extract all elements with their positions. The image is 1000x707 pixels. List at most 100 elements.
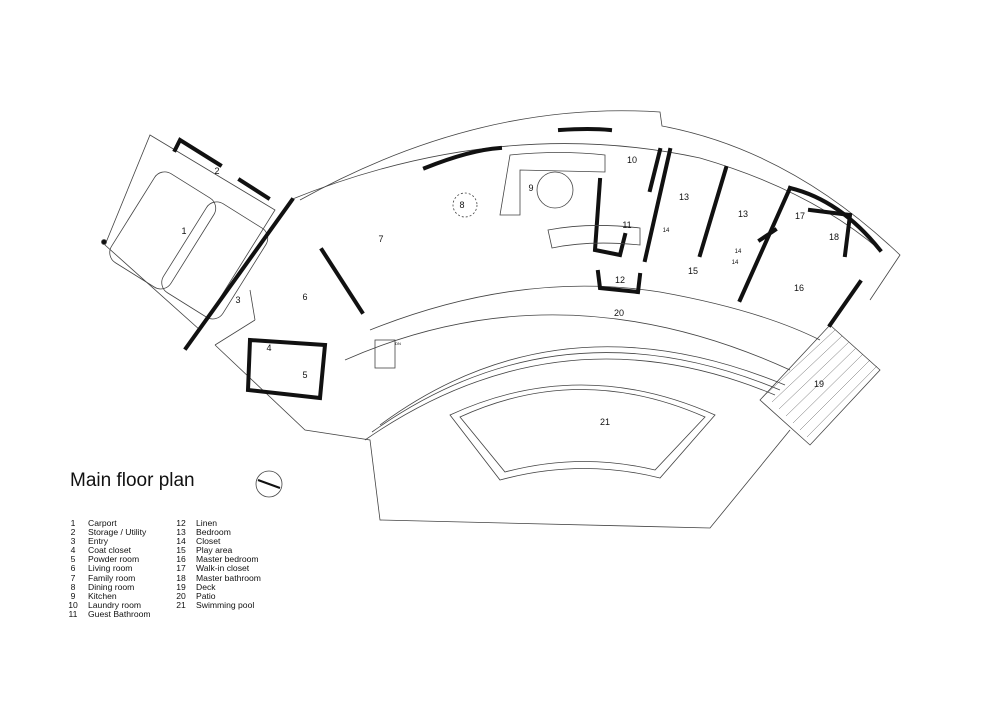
site-outline-top <box>299 110 901 301</box>
legend-number: 13 <box>176 527 186 538</box>
legend-label: Kitchen <box>88 590 117 601</box>
wall-living-partition <box>319 247 365 315</box>
room-label: 9 <box>528 183 533 193</box>
legend-number: 4 <box>70 545 76 556</box>
stair-label: DN <box>395 341 401 346</box>
south-facade <box>369 285 821 341</box>
legend-label: Coat closet <box>88 545 131 556</box>
legend-label: Walk-in closet <box>196 563 250 574</box>
legend-item: 11 Guest Bathroom <box>64 608 151 619</box>
wall-master <box>787 185 883 328</box>
legend-label: Carport <box>88 518 117 528</box>
legend-number: 19 <box>176 581 186 592</box>
room-label: 14 <box>732 260 739 266</box>
room-label: 1 <box>181 226 186 236</box>
kitchen-island <box>547 225 641 249</box>
wall-storage <box>172 137 271 201</box>
legend-number: 1 <box>70 518 76 528</box>
wall-spine <box>183 197 295 351</box>
room-label: 7 <box>378 234 383 244</box>
legend-item: 13 Bedroom <box>172 527 261 538</box>
legend-number: 3 <box>70 536 76 547</box>
legend-label: Master bedroom <box>196 554 259 565</box>
carport-outline <box>104 134 276 331</box>
legend-number: 14 <box>176 536 186 547</box>
legend-number: 7 <box>70 572 76 583</box>
room-label: 10 <box>627 155 637 165</box>
legend-item: 21 Swimming pool <box>172 599 261 610</box>
wall-linen <box>595 269 643 295</box>
room-label: 21 <box>600 417 610 427</box>
plan-title: Main floor plan <box>70 470 195 491</box>
legend-number: 12 <box>176 518 186 528</box>
legend-label: Linen <box>196 518 218 528</box>
kitchen-table <box>536 171 574 209</box>
wall-north-2 <box>557 127 613 133</box>
room-label: 13 <box>738 209 748 219</box>
wall-bedroom-2 <box>737 185 793 303</box>
legend-item: 18 Master bathroom <box>172 572 261 583</box>
legend-item: 1 Carport <box>64 518 151 528</box>
room-labels: 1 2 3 4 5 6 7 8 9 10 11 12 13 13 14 14 1… <box>181 155 839 427</box>
dining-table <box>452 192 478 218</box>
legend-item: 12 Linen <box>172 518 261 528</box>
legend-label: Master bathroom <box>196 572 261 583</box>
parking-space-1 <box>109 171 217 290</box>
deck-hatch <box>764 329 878 438</box>
room-label: 16 <box>794 283 804 293</box>
legend-label: Bedroom <box>196 527 231 538</box>
legend-number: 5 <box>70 554 76 565</box>
legend-label: Guest Bathroom <box>88 608 151 619</box>
legend-item: 9 Kitchen <box>64 590 151 601</box>
patio-edge <box>344 314 791 371</box>
room-label: 15 <box>688 266 698 276</box>
wall-north-1 <box>422 145 503 171</box>
room-label: 11 <box>622 220 631 230</box>
room-label: 12 <box>615 275 625 285</box>
compass <box>255 470 283 498</box>
legend-number: 18 <box>176 572 186 583</box>
legend-number: 15 <box>176 545 186 556</box>
parking-space-2 <box>161 201 269 320</box>
terrace-edge-1 <box>364 358 776 441</box>
stair <box>374 339 396 369</box>
legend-label: Deck <box>196 581 216 592</box>
room-label: 20 <box>614 308 624 318</box>
legend-label: Powder room <box>88 554 140 565</box>
legend-number: 9 <box>70 590 76 601</box>
legend-label: Swimming pool <box>196 599 255 610</box>
legend-label: Entry <box>88 536 109 547</box>
legend-item: 5 Powder room <box>64 555 151 564</box>
wall-powder <box>245 337 328 401</box>
room-label: 6 <box>302 292 307 302</box>
deck-outline <box>759 324 881 446</box>
wall-laundry <box>592 147 663 258</box>
room-label: 3 <box>235 295 240 305</box>
room-label: 2 <box>214 166 219 176</box>
room-label: 8 <box>459 200 464 210</box>
compass-needle <box>257 479 281 489</box>
legend-number: 2 <box>70 527 76 538</box>
legend-number: 17 <box>176 563 186 574</box>
survey-point <box>101 239 107 245</box>
legend-number: 11 <box>68 608 78 619</box>
legend-number: 21 <box>176 599 186 610</box>
legend-item: 17 Walk-in closet <box>172 564 261 573</box>
legend-label: Living room <box>88 563 133 574</box>
legend-item: 19 Deck <box>172 581 261 592</box>
kitchen-counter <box>499 152 606 216</box>
room-label: 5 <box>302 370 307 380</box>
room-label: 17 <box>795 211 805 221</box>
pool-outer <box>449 384 716 481</box>
room-label: 19 <box>814 379 824 389</box>
